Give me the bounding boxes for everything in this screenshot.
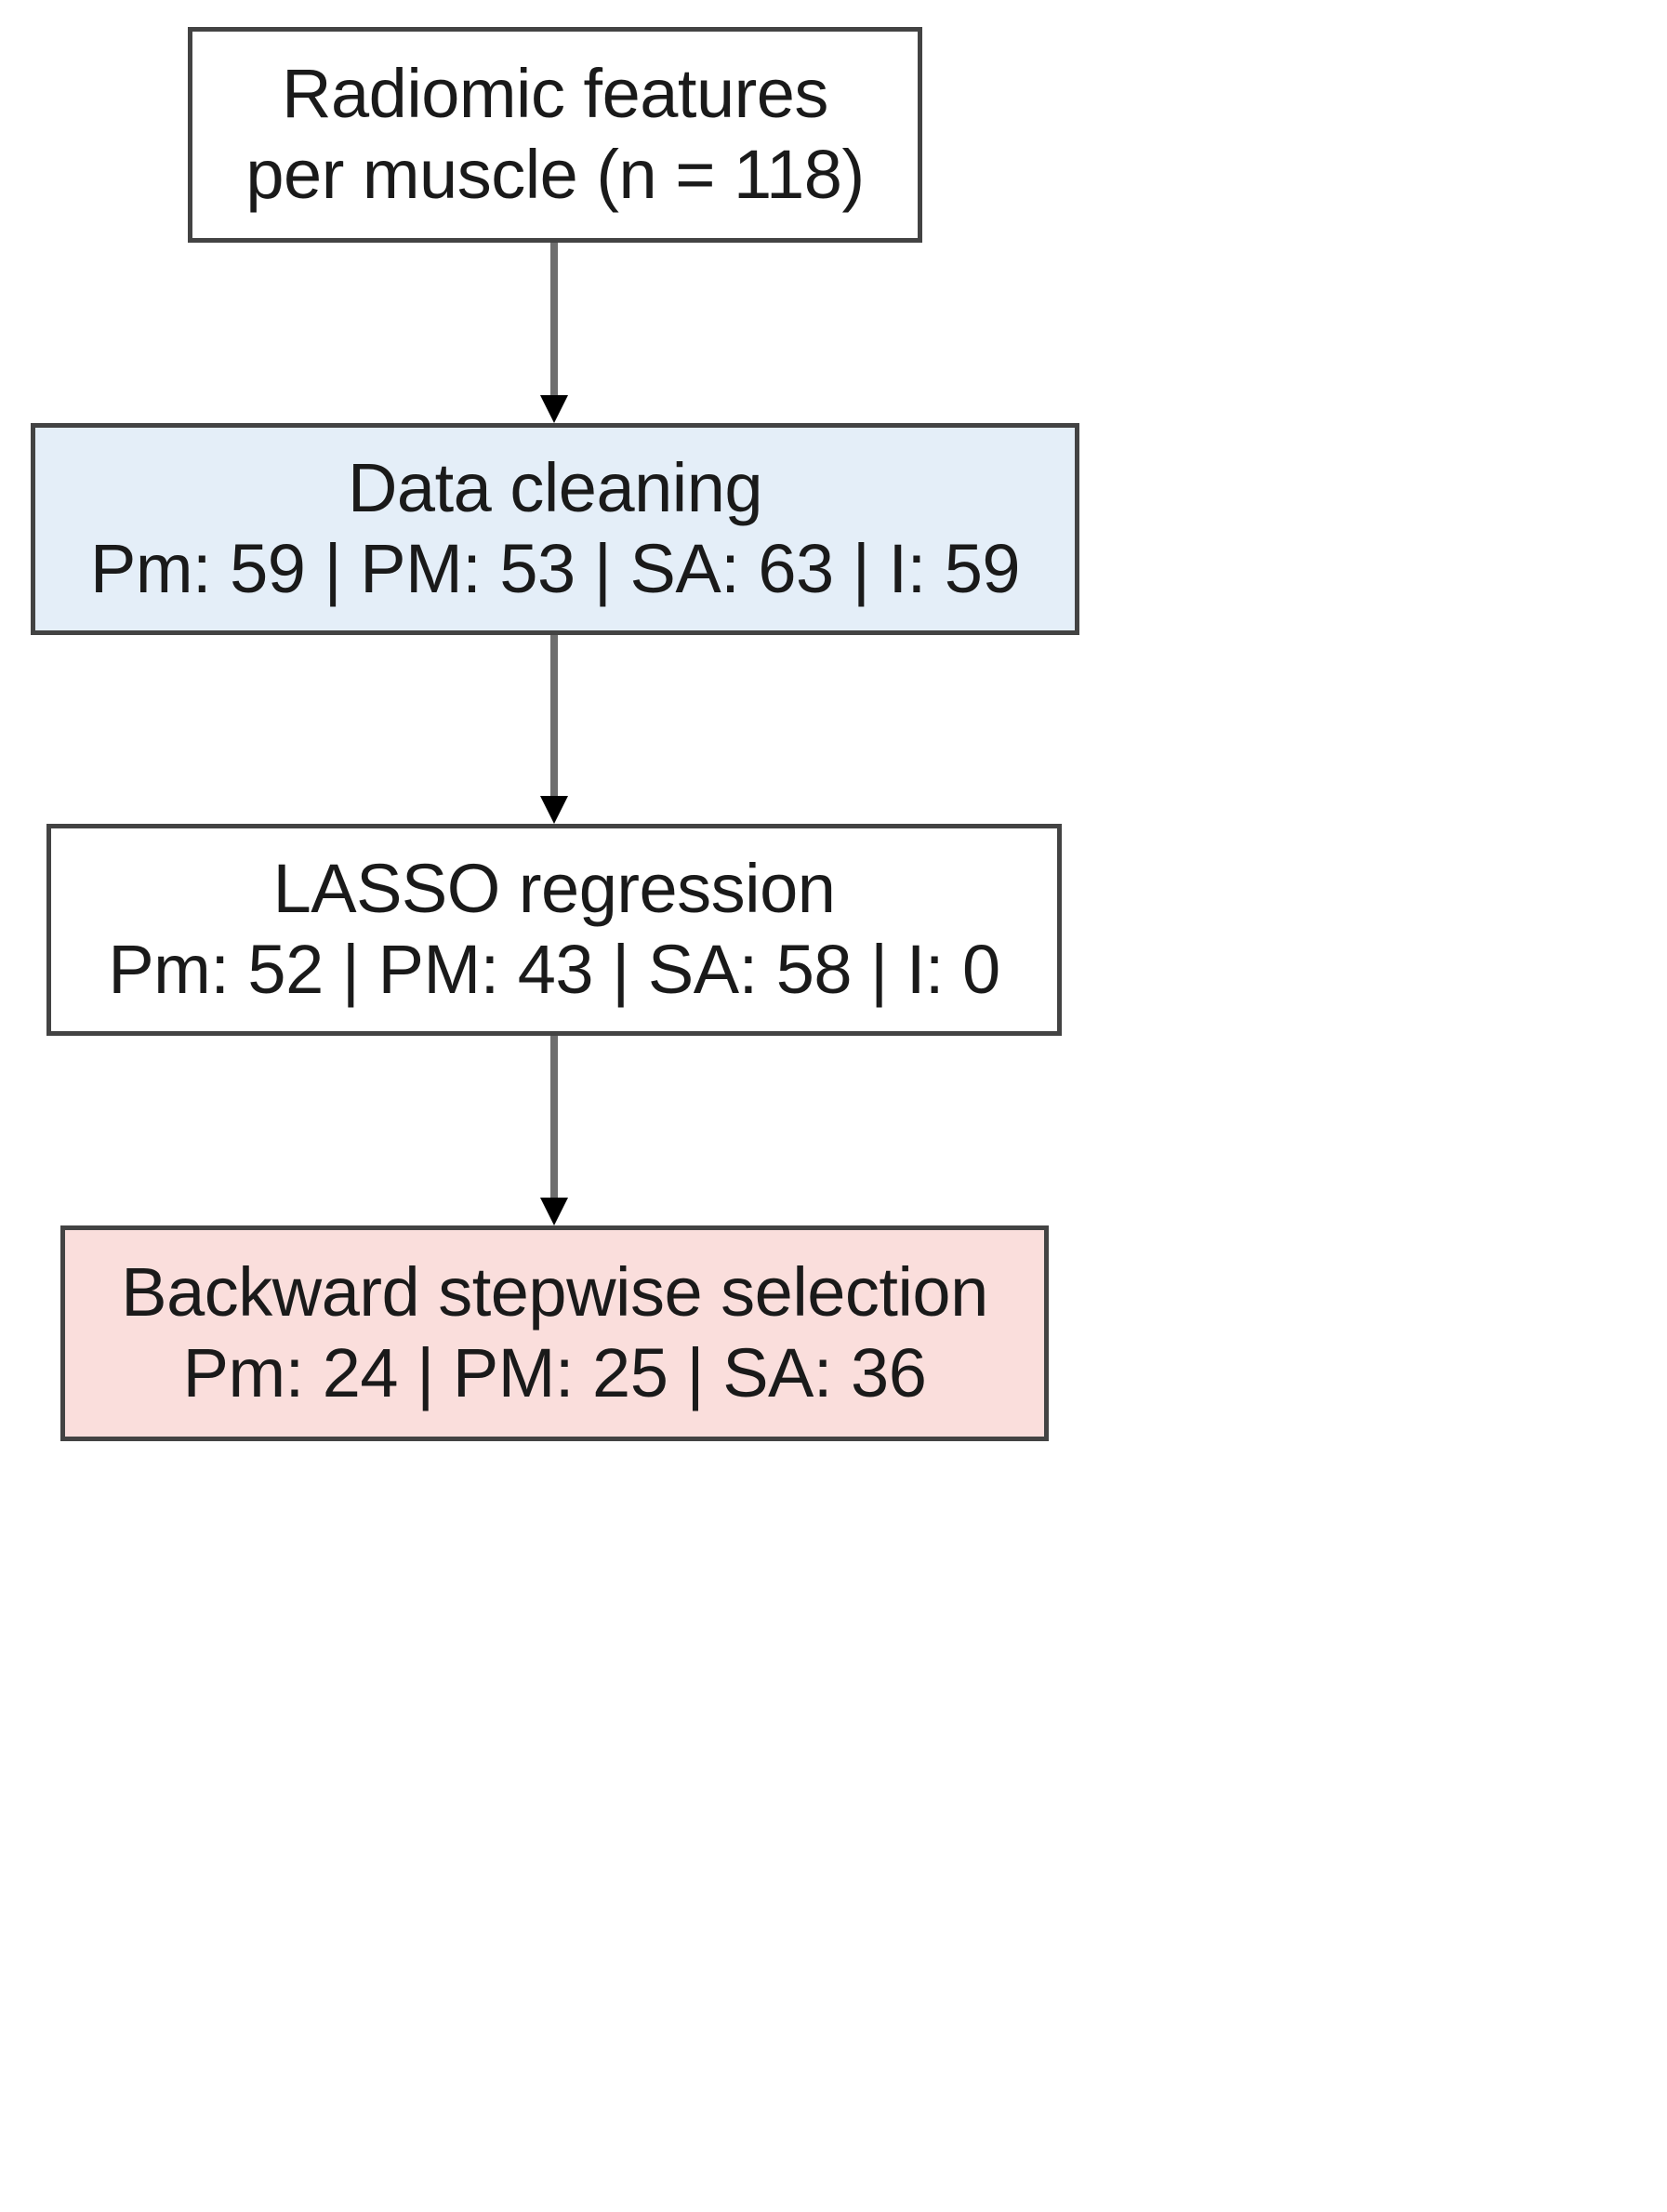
flow-node-subtitle: Pm: 24 | PM: 25 | SA: 36 [182,1334,927,1411]
flow-node-lasso-regression: LASSO regression Pm: 52 | PM: 43 | SA: 5… [46,824,1062,1036]
arrow-head [540,796,568,824]
flow-node-title: Backward stepwise selection [121,1253,988,1331]
flow-node-title: Data cleaning [347,449,763,527]
flow-node-title: LASSO regression [272,850,836,928]
flow-node-subtitle: Pm: 59 | PM: 53 | SA: 63 | I: 59 [89,530,1021,607]
arrow-down-icon [540,243,568,423]
arrow-down-icon [540,635,568,824]
arrow-head [540,1198,568,1225]
flow-node-data-cleaning: Data cleaning Pm: 59 | PM: 53 | SA: 63 |… [31,423,1079,635]
arrow-down-icon [540,1036,568,1225]
flow-node-backward-stepwise-selection: Backward stepwise selection Pm: 24 | PM:… [60,1225,1049,1441]
flow-node-subtitle: per muscle (n = 118) [245,136,865,213]
arrow-head [540,395,568,423]
flow-node-title: Radiomic features [282,55,828,133]
flow-node-radiomic-features: Radiomic features per muscle (n = 118) [188,27,922,243]
flow-node-subtitle: Pm: 52 | PM: 43 | SA: 58 | I: 0 [108,931,1000,1008]
arrow-stem [550,243,558,397]
arrow-stem [550,1036,558,1199]
arrow-stem [550,635,558,798]
